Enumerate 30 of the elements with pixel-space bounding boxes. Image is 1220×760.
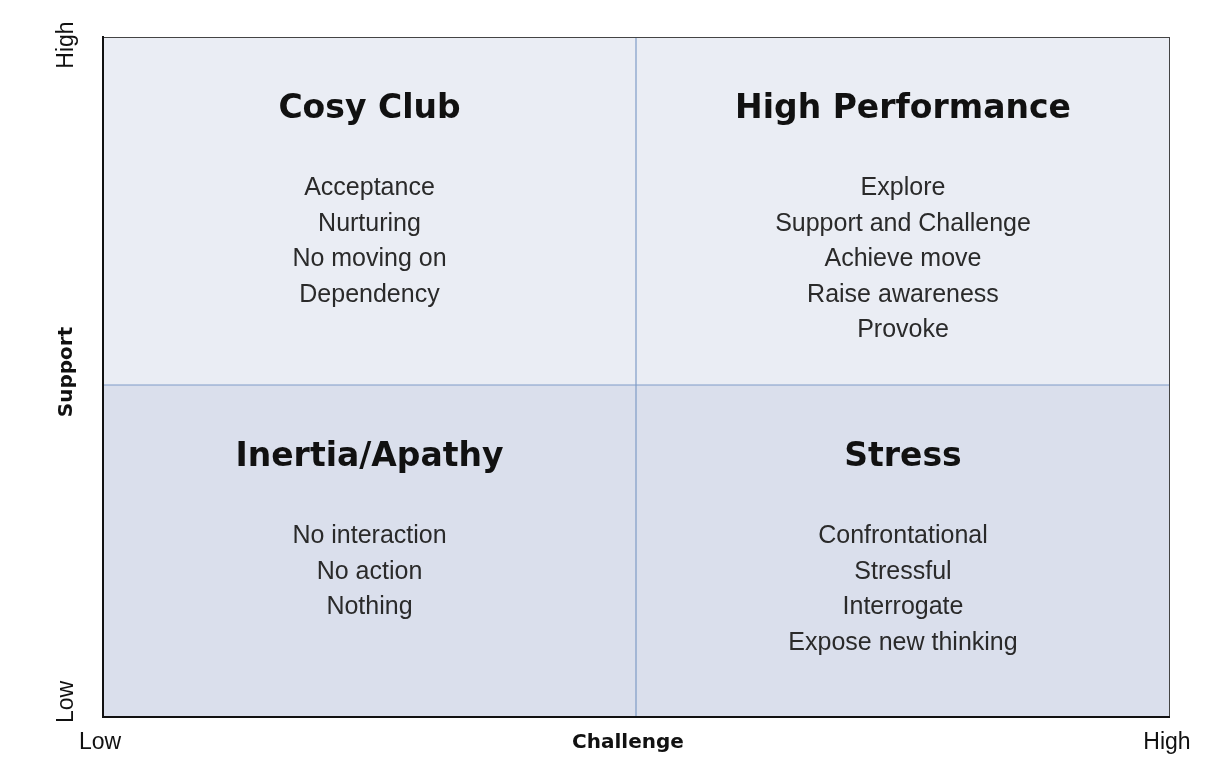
- quadrant-panel: [636, 37, 1170, 385]
- quadrant-item: Nothing: [326, 590, 413, 621]
- quadrant-panel: [636, 385, 1170, 717]
- axis-tick-label: Low: [78, 727, 122, 755]
- quadrant-panel: [103, 385, 636, 717]
- axis-tick-label: High: [51, 21, 79, 69]
- axis-title: Support: [53, 326, 77, 418]
- quadrant-item: Nurturing: [318, 206, 421, 238]
- quadrant-title: High Performance: [735, 87, 1071, 126]
- quadrant-item: Explore: [860, 171, 946, 202]
- quadrant-item: No moving on: [292, 242, 447, 273]
- quadrant-title: Stress: [844, 435, 962, 474]
- quadrant-item: Confrontational: [818, 519, 988, 550]
- axis-tick-label: Low: [51, 680, 79, 724]
- quadrant-item: No action: [316, 554, 423, 586]
- quadrant-item: Dependency: [299, 277, 440, 309]
- quadrant-item: Provoke: [857, 313, 949, 344]
- axis-title: Challenge: [572, 729, 684, 753]
- quadrant-item: Interrogate: [842, 590, 964, 621]
- quadrant-item: Support and Challenge: [775, 206, 1031, 238]
- quadrant-item: Raise awareness: [807, 277, 999, 309]
- quadrant-panel: [103, 37, 636, 385]
- quadrant-item: Expose new thinking: [788, 625, 1018, 657]
- quadrant-title: Cosy Club: [278, 87, 461, 126]
- quadrant-item: Stressful: [854, 554, 952, 586]
- quadrant-item: Achieve move: [824, 242, 982, 273]
- quadrant-item: Acceptance: [304, 171, 435, 202]
- quadrant-title: Inertia/Apathy: [235, 435, 504, 474]
- quadrant-item: No interaction: [292, 519, 447, 550]
- axis-tick-label: High: [1143, 727, 1191, 755]
